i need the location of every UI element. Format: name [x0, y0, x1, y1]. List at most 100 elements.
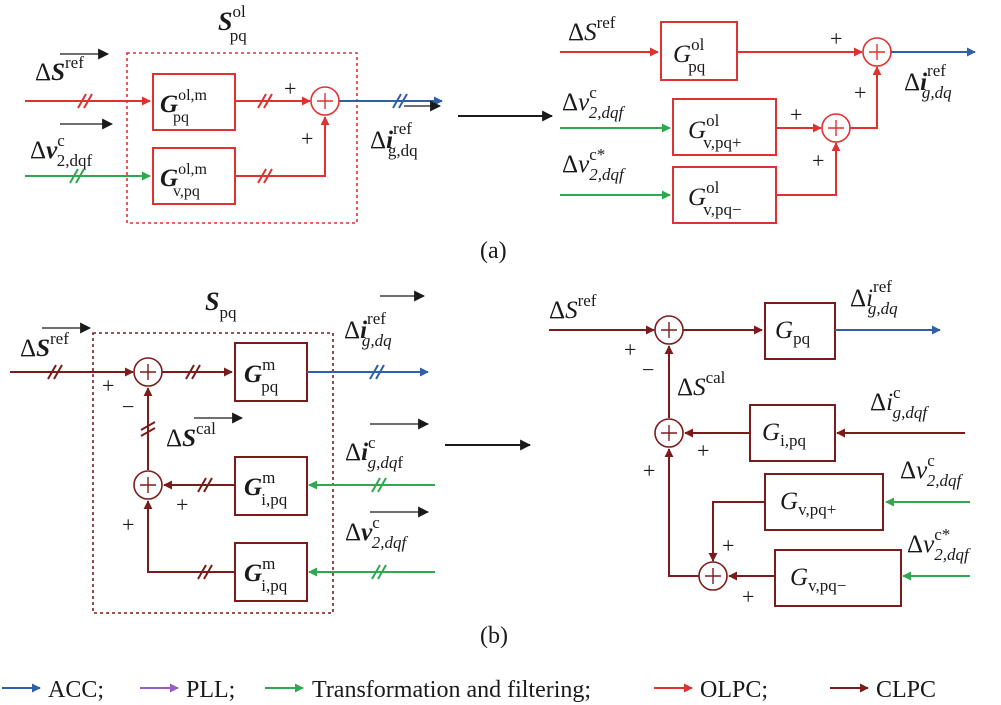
legend-label-clpc: CLPC: [876, 677, 936, 703]
plus-sign: +: [830, 26, 842, 51]
plus-sign: +: [176, 492, 188, 517]
block-g-ol-pq: [660, 21, 738, 81]
block-g-pq: [764, 302, 836, 360]
input-label-v-neg-r: Δvc*2,dqf: [562, 145, 626, 184]
summing-junction-cross: [705, 568, 721, 584]
plus-sign: +: [697, 438, 709, 463]
summing-junction-cross: [661, 322, 677, 338]
slash-mark: [371, 564, 387, 580]
caption-a: (a): [480, 238, 507, 264]
plus-sign: +: [722, 533, 734, 558]
plus-sign: +: [643, 458, 655, 483]
group-frame-a: [126, 52, 358, 224]
group-label-b: Spq: [205, 287, 237, 322]
caption-b: (b): [480, 623, 508, 649]
plus-sign: +: [854, 80, 866, 105]
plus-sign: +: [742, 584, 754, 609]
legend-label-acc: ACC;: [48, 677, 104, 703]
legend-label-trans: Transformation and filtering;: [312, 677, 591, 703]
slash-mark: [197, 477, 213, 493]
slash-mark: [392, 93, 408, 109]
summing-junction-cross: [869, 44, 885, 60]
plus-sign: +: [624, 337, 636, 362]
slash-mark: [197, 564, 213, 580]
slash-mark: [140, 421, 156, 437]
summing-junction-cross: [140, 364, 156, 380]
block-g-i-pq-label: Gi,pq: [762, 419, 807, 450]
legend: ACC; PLL; Transformation and filtering; …: [2, 677, 936, 703]
block-g-v-pq-minus-label: Gv,pq−: [790, 564, 846, 595]
slash-mark: [77, 93, 93, 109]
minus-sign: −: [642, 357, 654, 382]
block-g-m-pq: [234, 342, 308, 402]
slash-mark: [371, 477, 387, 493]
block-g-v-pq-minus: [774, 549, 902, 607]
group-frame-b: [92, 332, 334, 614]
slash-mark: [47, 364, 63, 380]
wire-gvn-to-sum: [776, 142, 841, 196]
legend-label-olpc: OLPC;: [700, 677, 768, 703]
block-g-m-i-pq-1: [234, 456, 308, 516]
wire-gvm-to-sum: [235, 116, 330, 177]
block-g-v-pq-plus: [764, 473, 884, 531]
plus-sign: +: [102, 373, 114, 398]
wire-mid-to-top: [850, 66, 882, 129]
feedback-label-br: ΔScal: [677, 368, 726, 401]
legend-label-pll: PLL;: [186, 677, 235, 703]
block-g-m-i-pq-2: [234, 542, 308, 602]
input-label-s-ref: ΔSref: [35, 53, 84, 86]
wire-gvp-to-sum-br: [708, 501, 765, 562]
slash-mark: [369, 364, 385, 380]
feedback-label-b: ΔScal: [166, 419, 216, 452]
input-label-s-ref-r: ΔSref: [568, 13, 616, 46]
block-g-ol-v-pq-minus: [672, 166, 777, 224]
block-g-ol-v-pq-plus: [672, 98, 777, 156]
summing-junction-cross: [140, 477, 156, 493]
slash-mark: [257, 168, 273, 184]
plus-sign: +: [284, 76, 296, 101]
wire-gim2-to-sum: [143, 500, 235, 573]
plus-sign: +: [790, 102, 802, 127]
slash-mark: [185, 364, 201, 380]
slash-mark: [69, 168, 85, 184]
minus-sign: −: [122, 394, 134, 419]
summing-junction-cross: [828, 120, 844, 136]
input-label-s-ref-b: ΔSref: [20, 329, 69, 362]
summing-junction-cross: [317, 93, 333, 109]
slash-mark: [257, 93, 273, 109]
summing-junction-cross: [661, 425, 677, 441]
wire-bot-to-mid-br: [664, 448, 699, 577]
block-g-v-pq-plus-label: Gv,pq+: [780, 488, 836, 519]
plus-sign: +: [812, 148, 824, 173]
block-g-pq-label: Gpq: [775, 317, 811, 348]
input-label-v-neg-br: Δvc*2,dqf: [907, 525, 971, 564]
plus-sign: +: [122, 512, 134, 537]
plus-sign: +: [301, 126, 313, 151]
block-g-i-pq: [749, 404, 836, 462]
input-label-s-ref-br: ΔSref: [549, 291, 597, 324]
